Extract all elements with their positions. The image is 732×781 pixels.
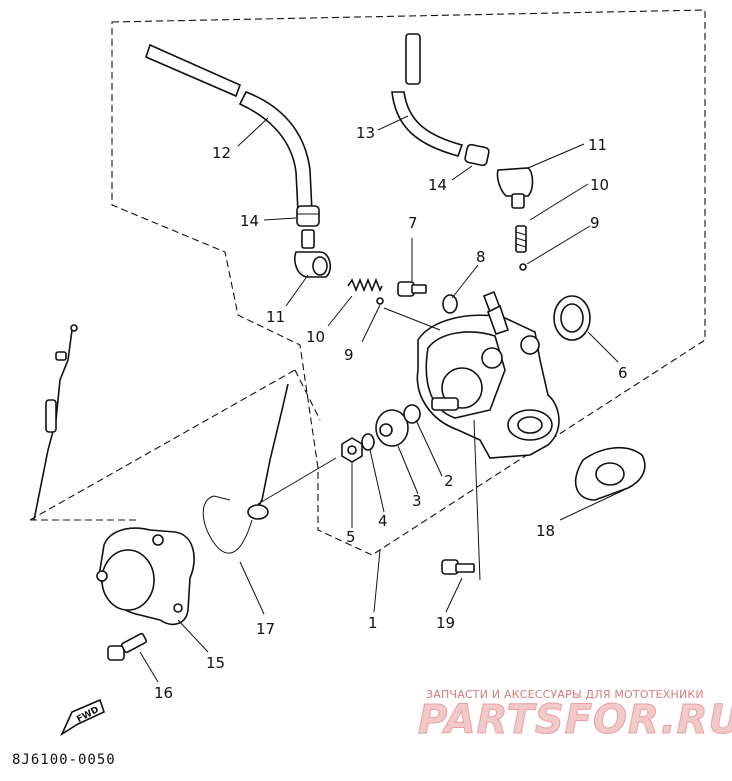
callout-10-left: 10 xyxy=(306,328,325,346)
bolt-16 xyxy=(107,632,148,661)
callout-8: 8 xyxy=(476,248,486,266)
callout-15: 15 xyxy=(206,654,225,672)
hose-left-12 xyxy=(145,43,313,213)
callout-3: 3 xyxy=(412,492,422,510)
washer-8 xyxy=(442,294,458,314)
callout-1: 1 xyxy=(368,614,378,632)
callout-numbers: 12 14 11 10 9 13 14 11 10 9 7 8 6 18 2 3… xyxy=(154,124,628,702)
callout-9-left: 9 xyxy=(344,346,354,364)
pump-cover-15 xyxy=(96,527,195,626)
callout-10-right: 10 xyxy=(590,176,609,194)
callout-17: 17 xyxy=(256,620,275,638)
callout-11-right: 11 xyxy=(588,136,607,154)
callout-18: 18 xyxy=(536,522,555,540)
oil-seal-6 xyxy=(553,295,591,341)
diagram-code: 8J6100-0050 xyxy=(12,752,116,768)
cable-dashed-frame xyxy=(29,369,321,521)
washer-4 xyxy=(361,433,375,451)
oil-pump-assembly-1 xyxy=(416,290,560,459)
upper-dashed-frame xyxy=(111,9,706,556)
callout-16: 16 xyxy=(154,684,173,702)
pulley-3 xyxy=(375,409,409,447)
gasket-18 xyxy=(574,446,646,501)
callout-6: 6 xyxy=(618,364,628,382)
hose-right-13 xyxy=(391,33,464,157)
callout-7: 7 xyxy=(408,214,418,232)
leader-lines xyxy=(139,115,625,683)
washer-2 xyxy=(403,404,421,424)
throttle-cable-end xyxy=(33,324,78,521)
watermark-caption: ЗАПЧАСТИ И АКСЕССУАРЫ ДЛЯ МОТОТЕХНИКИ xyxy=(426,688,704,701)
callout-2: 2 xyxy=(444,472,454,490)
hose-clamp-left-14 xyxy=(296,205,320,227)
callout-14-left: 14 xyxy=(240,212,259,230)
spring-right-10 xyxy=(515,225,527,253)
fwd-arrow-icon: FWD xyxy=(60,698,105,737)
nut-5 xyxy=(341,437,363,463)
ball-right-9 xyxy=(519,263,527,271)
spring-left-10 xyxy=(347,277,383,293)
callout-11-left: 11 xyxy=(266,308,285,326)
callout-14-right: 14 xyxy=(428,176,447,194)
banjo-bolt-7 xyxy=(397,281,427,297)
union-elbow-right-11 xyxy=(496,167,534,209)
hose-clamp-right-14 xyxy=(464,143,490,167)
union-elbow-left-11 xyxy=(293,229,332,278)
callout-9-right: 9 xyxy=(590,214,600,232)
watermark-brand: PARTSFOR.RU xyxy=(417,697,732,744)
ball-left-9 xyxy=(376,297,384,305)
callout-12: 12 xyxy=(212,144,231,162)
bolt-19 xyxy=(441,559,475,575)
callout-19: 19 xyxy=(436,614,455,632)
callout-13: 13 xyxy=(356,124,375,142)
callout-5: 5 xyxy=(346,528,356,546)
callout-4: 4 xyxy=(378,512,388,530)
cable-17 xyxy=(202,383,289,554)
